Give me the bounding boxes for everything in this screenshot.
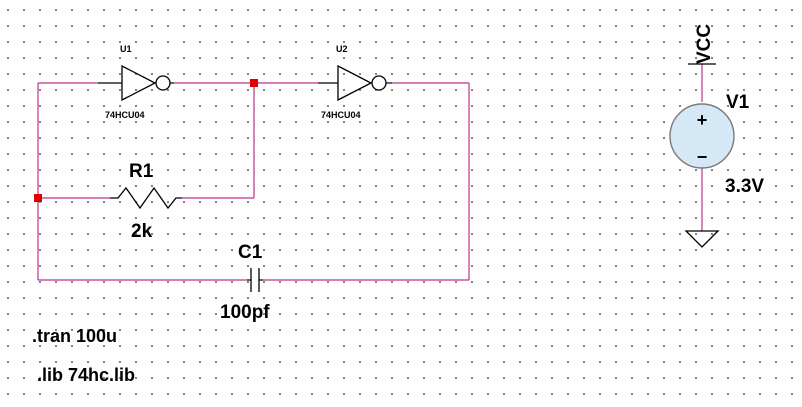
vcc-net-label[interactable]: VCC <box>694 24 715 64</box>
inverter-u1[interactable] <box>98 64 174 102</box>
v1-value-label: 3.3V <box>725 176 764 197</box>
resistor-r1[interactable] <box>110 186 182 210</box>
spice-directive-tran[interactable]: .tran 100u <box>32 326 117 346</box>
r1-ref-label: R1 <box>129 161 154 182</box>
c1-ref-label: C1 <box>238 242 263 263</box>
junction-top <box>250 79 258 87</box>
wires <box>37 64 703 281</box>
v1-minus-sign: − <box>697 147 708 167</box>
u2-part-label: 74HCU04 <box>321 110 361 120</box>
u1-ref-label: U1 <box>120 44 132 54</box>
r1-value-label: 2k <box>131 221 153 242</box>
inverter-u2-bubble <box>371 75 387 91</box>
inverter-u1-triangle <box>121 64 157 102</box>
v1-plus-sign: + <box>697 110 708 130</box>
junction-left <box>34 194 42 202</box>
inverter-u2-triangle <box>337 64 373 102</box>
voltage-source-circle <box>669 103 735 169</box>
u2-ref-label: U2 <box>336 44 348 54</box>
ground-icon[interactable] <box>684 230 720 248</box>
inverter-u1-bubble <box>155 75 171 91</box>
c1-value-label: 100pf <box>220 302 270 323</box>
voltage-source-v1[interactable]: + − <box>669 103 735 169</box>
v1-ref-label: V1 <box>726 92 750 113</box>
inverter-u2[interactable] <box>318 64 392 102</box>
capacitor-c1[interactable] <box>247 268 263 292</box>
resistor-r1-zigzag <box>110 186 182 210</box>
spice-directive-lib[interactable]: .lib 74hc.lib <box>37 365 135 385</box>
u1-part-label: 74HCU04 <box>105 110 145 120</box>
